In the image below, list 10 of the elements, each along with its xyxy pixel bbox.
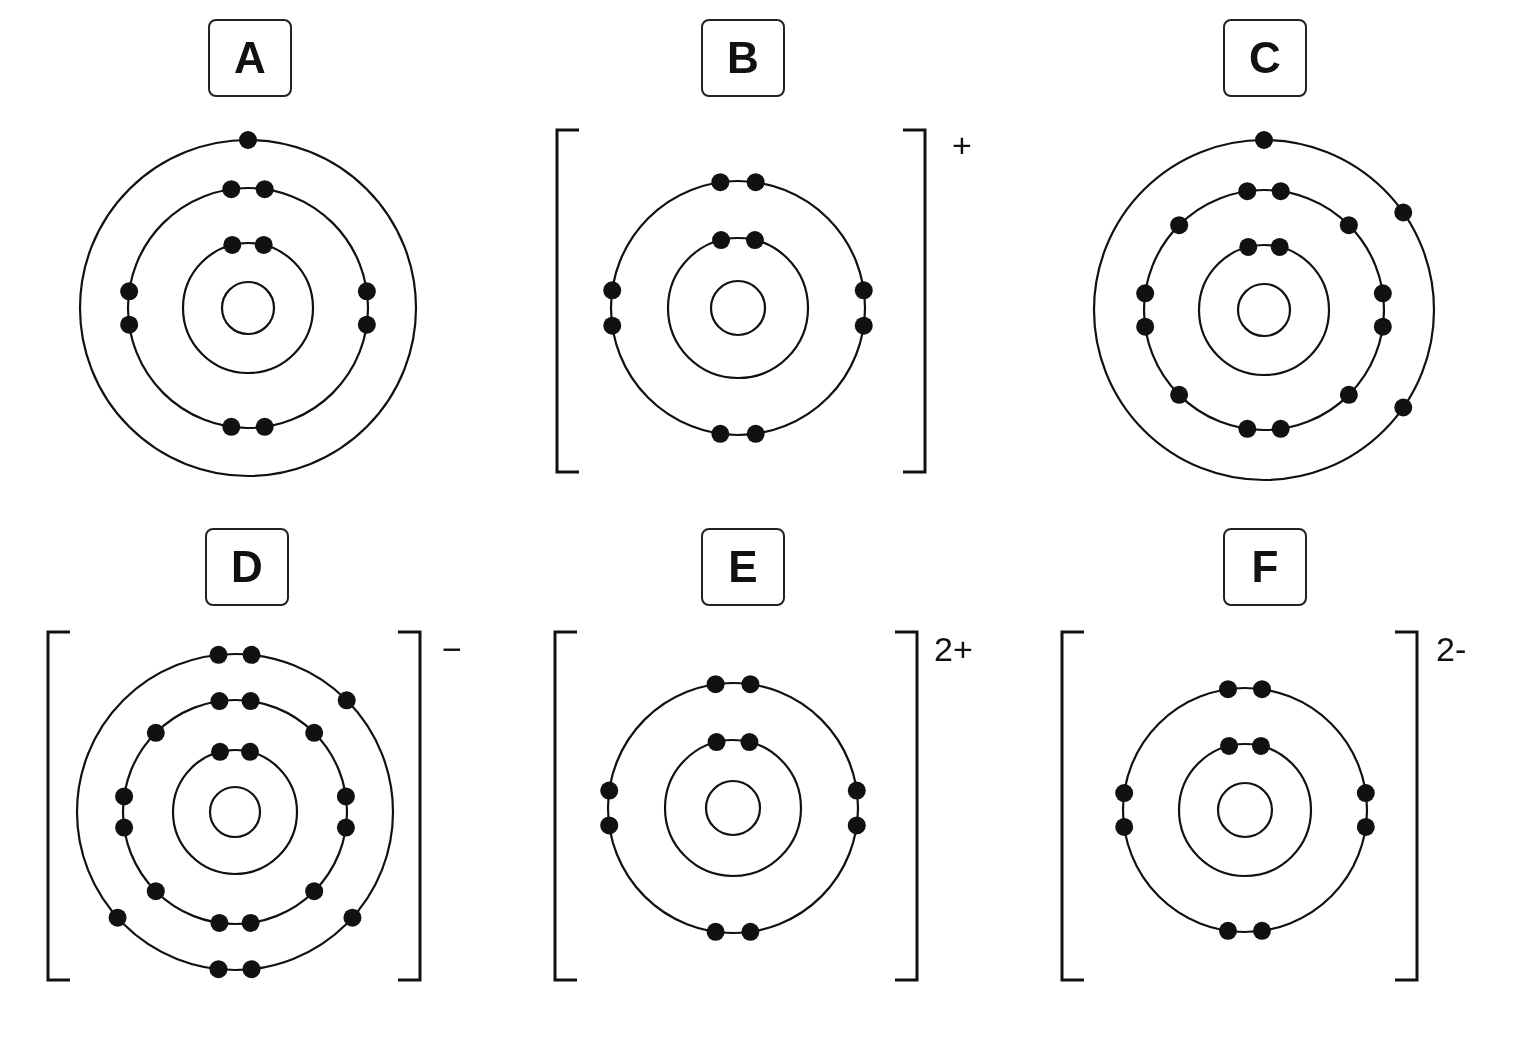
- panel-letter: B: [701, 19, 785, 97]
- charge-label: 2-: [1436, 632, 1467, 666]
- panel-letter: D: [205, 528, 289, 606]
- charge-label: 2+: [934, 632, 973, 666]
- panel-letter: F: [1223, 528, 1307, 606]
- panel-letter: E: [701, 528, 785, 606]
- charge-label: −: [442, 632, 462, 666]
- charge-label: +: [952, 128, 972, 162]
- panel-letter: A: [208, 19, 292, 97]
- panel-letter: C: [1223, 19, 1307, 97]
